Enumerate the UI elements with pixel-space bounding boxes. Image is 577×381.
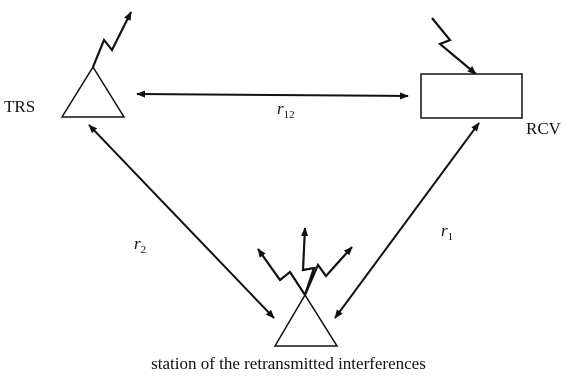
interference-zigzag-center (301, 227, 316, 296)
r12-label: r12 (277, 100, 295, 121)
r12-double-arrow (136, 90, 409, 100)
r1-subscript: 1 (447, 231, 454, 243)
r2-double-arrow (88, 124, 275, 319)
receiver-label: RCV (526, 119, 561, 138)
transmitter-label: TRS (4, 97, 36, 116)
interference-zigzag-right (303, 246, 353, 296)
transmitter-antenna-triangle (60, 65, 126, 118)
r1-label: r1 (441, 222, 453, 243)
receiver-box (420, 73, 523, 119)
r1-double-arrow (334, 122, 480, 319)
transmitter-signal-zigzag (91, 11, 132, 68)
r2-label: r2 (134, 235, 146, 256)
r2-symbol: r (134, 234, 141, 253)
interference-station-caption: station of the retransmitted interferenc… (151, 354, 426, 373)
r12-subscript: 12 (283, 109, 295, 121)
interference-zigzag-left (257, 248, 306, 296)
interference-station-triangle (273, 293, 339, 347)
r12-symbol: r (277, 99, 284, 118)
receiver-signal-zigzag (431, 17, 477, 75)
r1-symbol: r (441, 221, 448, 240)
r2-subscript: 2 (140, 244, 147, 256)
